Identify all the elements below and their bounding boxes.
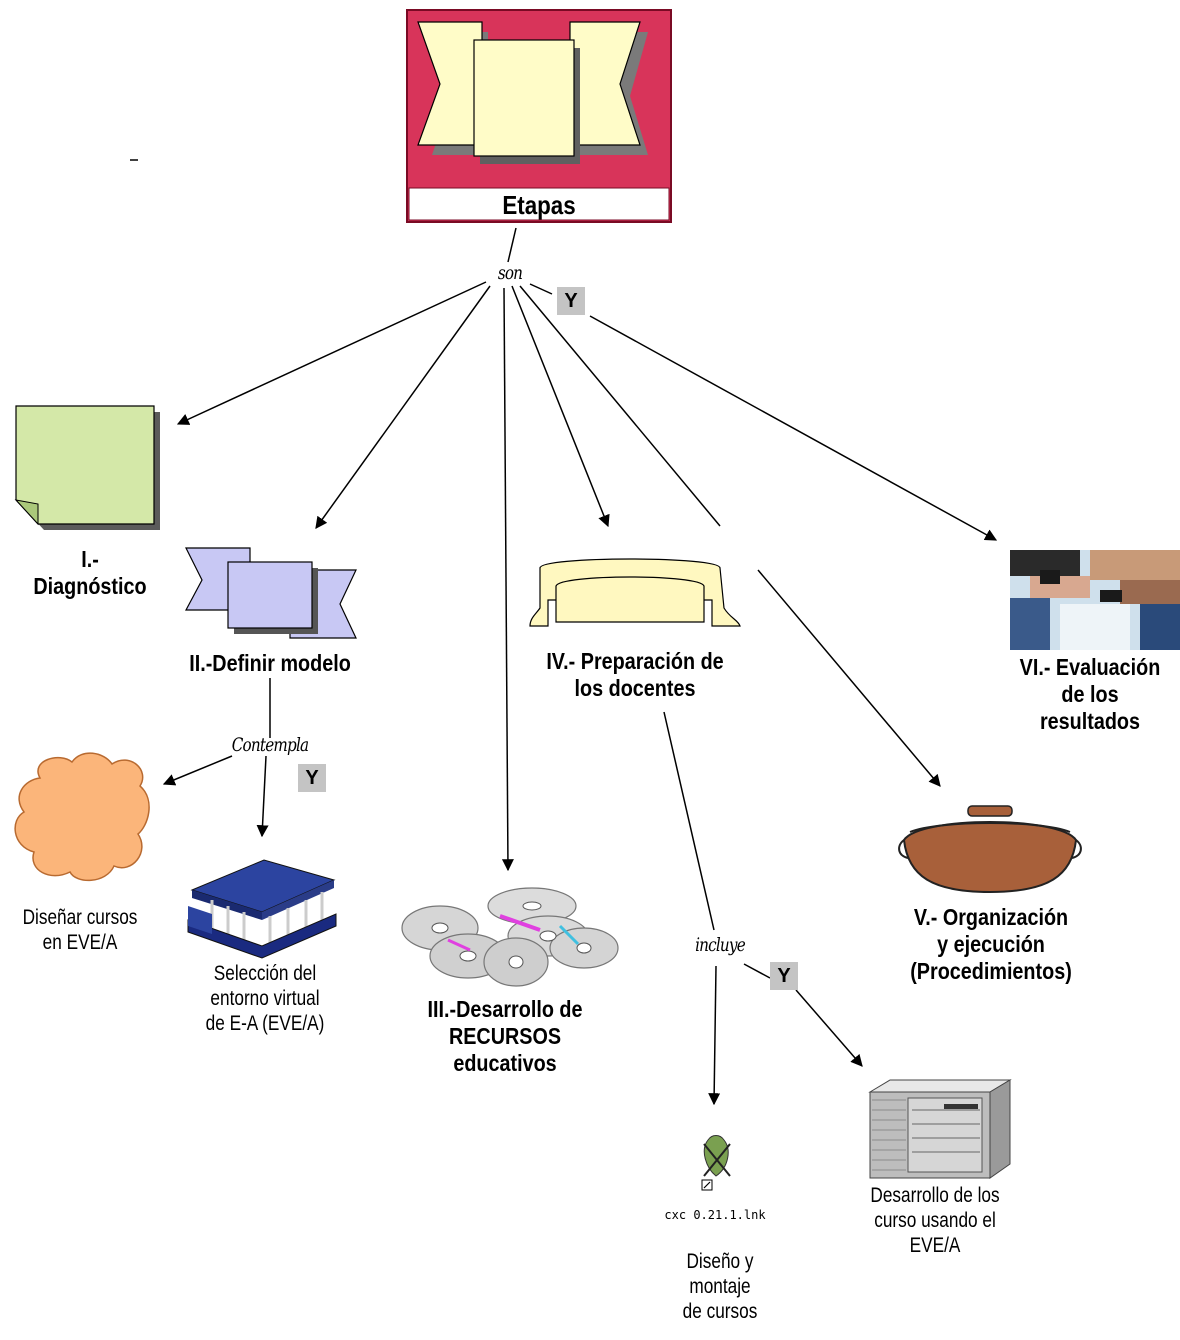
- model-child-1-label: Diseñar cursos en EVE/A: [22, 906, 138, 954]
- cloud-icon: [14, 752, 150, 881]
- connector: [795, 989, 863, 1067]
- connector: [511, 285, 610, 528]
- connector: [589, 315, 998, 541]
- root-label: Etapas: [502, 190, 576, 220]
- stage-1-label: I.- Diagnóstico: [33, 546, 147, 600]
- scroll-icon: [529, 558, 741, 627]
- stage-5-label: V.- Organización y ejecución (Procedimie…: [910, 904, 1072, 985]
- connector: [529, 283, 553, 295]
- pot-icon: [898, 805, 1082, 894]
- connector: [663, 711, 715, 931]
- model-child-2-label: Selección del entorno virtual de E-A (EV…: [205, 962, 325, 1035]
- connector: [708, 965, 721, 1106]
- link-word-incluye: incluye: [695, 934, 746, 956]
- connector: [256, 755, 269, 838]
- note-icon: [14, 405, 160, 530]
- chip-icon: [187, 859, 337, 959]
- stage-6-label: VI.- Evaluación de los resultados: [1019, 654, 1161, 735]
- connector: [519, 285, 721, 527]
- shortcut-icon: [701, 1135, 731, 1191]
- stage-4-label: IV.- Preparación de los docentes: [546, 648, 724, 702]
- docentes-child-2-label: Desarrollo de los curso usando el EVE/A: [870, 1184, 1000, 1257]
- photo-icon: [1010, 550, 1180, 650]
- and-marker: Y: [557, 287, 585, 315]
- docentes-child-1-label: Diseño y montaje de cursos: [682, 1250, 758, 1323]
- connector: [162, 755, 233, 786]
- banner-icon: [406, 9, 672, 223]
- link-word-contempla: Contempla: [231, 734, 309, 756]
- computer-icon: [868, 1079, 1012, 1179]
- shortcut-filename: cxc 0.21.1.lnk: [664, 1208, 766, 1222]
- and-marker-docentes: Y: [770, 962, 798, 990]
- link-word-son: son: [497, 262, 523, 284]
- connector: [757, 569, 941, 787]
- and-marker-model: Y: [298, 764, 326, 792]
- stage-3-label: III.-Desarrollo de RECURSOS educativos: [427, 996, 583, 1077]
- connector: [315, 285, 491, 529]
- connector: [507, 227, 517, 263]
- stage-2-label: II.-Definir modelo: [189, 650, 351, 676]
- connector: [743, 963, 771, 979]
- connector: [501, 287, 514, 872]
- cds-icon: [401, 887, 619, 987]
- connector: [176, 281, 487, 425]
- ribbon-icon: [185, 547, 357, 639]
